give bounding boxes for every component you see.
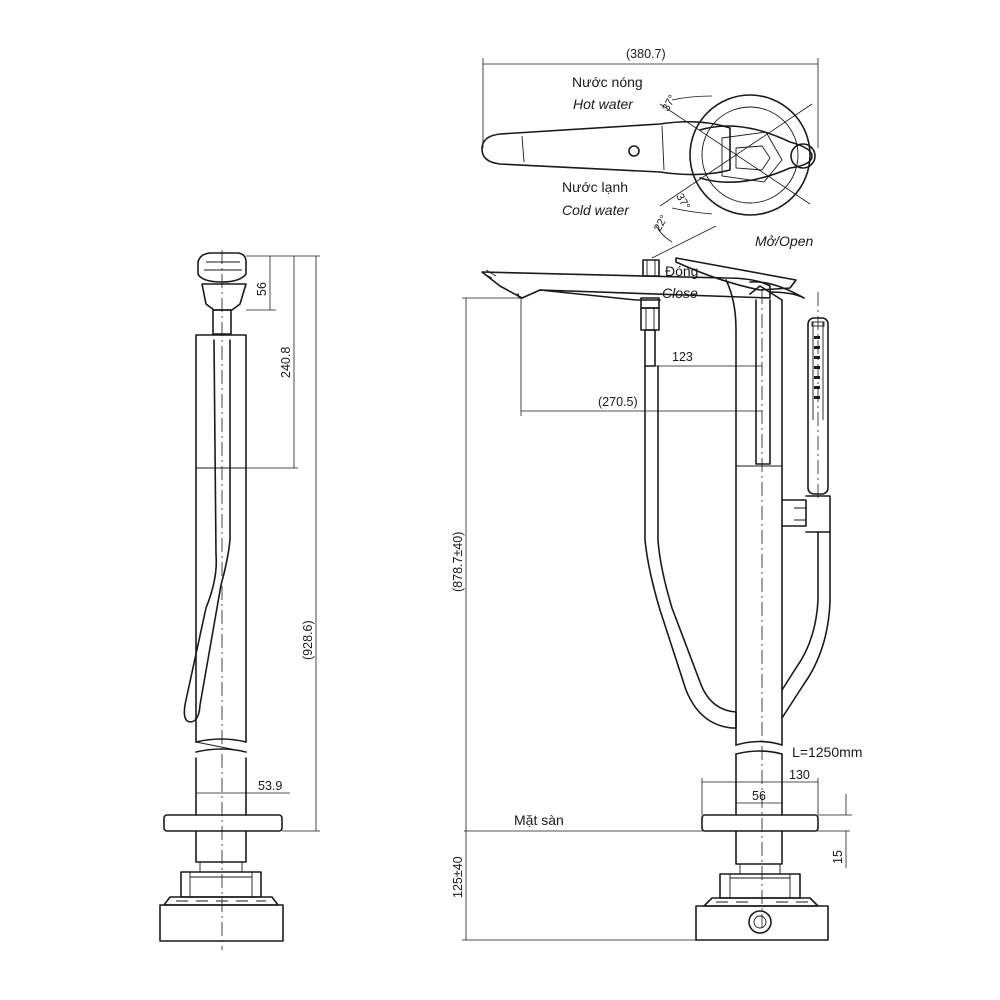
shower-holder: [781, 495, 831, 533]
front-view: 22° Mở/Open Đóng Close: [451, 213, 862, 941]
base-inlet: [748, 910, 772, 934]
dim-handle-height: 56: [255, 282, 269, 296]
front-hose-left: [644, 365, 737, 729]
top-aerator: [628, 145, 640, 157]
dim-below-floor: 125±40: [451, 856, 465, 898]
side-handle-body: [201, 283, 247, 311]
label-hose-length: L=1250mm: [792, 744, 862, 760]
side-floor-flange: [163, 814, 283, 832]
label-floor: Mặt sàn: [514, 812, 564, 828]
shower-nozzles: [814, 336, 820, 399]
dim-base-width: 130: [789, 768, 810, 782]
label-close-vi: Đóng: [665, 263, 698, 279]
label-hot-en: Hot water: [573, 96, 634, 112]
label-open: Mở/Open: [755, 233, 813, 249]
dim-upper-body: 240.8: [279, 347, 293, 378]
dim-height-above-floor: (878.7±40): [451, 532, 465, 592]
side-hose: [183, 339, 231, 723]
top-spout: [481, 120, 731, 176]
dim-base-thickness: 15: [831, 850, 845, 864]
dim-top-width: (380.7): [626, 47, 666, 61]
front-column: [725, 279, 783, 746]
side-column: [195, 334, 247, 743]
front-base-block: [695, 905, 829, 941]
label-close-en: Close: [662, 285, 698, 301]
top-lever: [699, 125, 813, 183]
dim-spout-reach: (270.5): [598, 395, 638, 409]
dim-base-inner: 56: [752, 789, 766, 803]
dim-pipe-dia: 53.9: [258, 779, 282, 793]
label-cold-en: Cold water: [562, 202, 630, 218]
dim-total-height: (928.6): [301, 620, 315, 660]
side-mount-block: [180, 871, 262, 898]
front-hose-right: [781, 531, 831, 719]
label-cold-vi: Nước lạnh: [562, 179, 628, 195]
side-view: 56 240.8 (928.6) 53.9: [159, 250, 320, 950]
angle-hot: 37°: [660, 93, 679, 113]
side-base-block: [159, 904, 284, 942]
top-view: (380.7) 37° 37° Nước nóng Hot water Nước…: [481, 47, 819, 218]
front-floor-flange: [701, 814, 819, 832]
side-handle-cap: [197, 252, 247, 283]
top-handle-disc: [689, 94, 811, 216]
spout: [481, 271, 771, 299]
angle-open: 22°: [652, 213, 670, 233]
dim-handle-offset: 123: [672, 350, 693, 364]
label-hot-vi: Nước nóng: [572, 74, 643, 90]
handle-close-stem: [642, 259, 660, 277]
